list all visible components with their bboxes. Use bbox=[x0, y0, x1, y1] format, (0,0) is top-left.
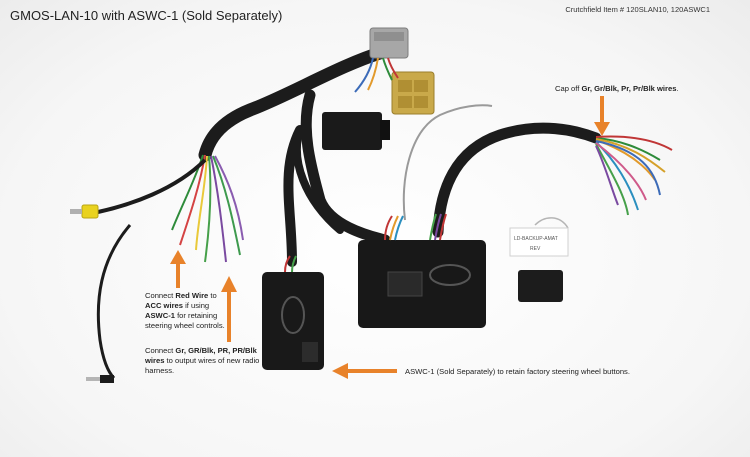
backup-connector: LD-BACKUP-AMAT REV bbox=[509, 217, 569, 302]
backup-label-line1: LD-BACKUP-AMAT bbox=[514, 236, 558, 242]
tan-connector-icon bbox=[391, 71, 435, 115]
left-wire-fan bbox=[171, 154, 244, 263]
interface-module bbox=[358, 240, 486, 328]
right-wire-fan bbox=[595, 135, 673, 216]
harness-right bbox=[432, 122, 602, 238]
arrow-cap-off bbox=[594, 96, 610, 136]
relay-box bbox=[322, 112, 382, 150]
arrow-gr-wires bbox=[221, 276, 237, 342]
rca-plug-icon bbox=[70, 204, 99, 219]
note-gr-wires: Connect Gr, GR/Blk, PR, PR/Blk wires to … bbox=[145, 346, 260, 375]
note-red-wire: Connect Red Wire to ACC wires if using A… bbox=[145, 291, 225, 330]
harness-main-trunk bbox=[198, 45, 390, 162]
page-title: GMOS-LAN-10 with ASWC-1 (Sold Separately… bbox=[10, 8, 283, 23]
backup-label-line2: REV bbox=[530, 246, 541, 252]
connector-pigtail-wires bbox=[354, 57, 399, 93]
harness-branch-mid bbox=[292, 126, 344, 234]
arrow-red-wire bbox=[170, 250, 186, 288]
item-number: Crutchfield Item # 120SLAN10, 120ASWC1 bbox=[565, 5, 710, 14]
aswc-pigtail-wires bbox=[284, 255, 297, 273]
mini-jack-cable bbox=[96, 224, 132, 380]
note-cap-off: Cap off Gr, Gr/Blk, Pr, Pr/Blk wires. bbox=[555, 84, 679, 93]
module-pigtail-wires bbox=[384, 213, 447, 241]
harness-branch-left bbox=[300, 89, 391, 246]
mini-jack-plug-icon bbox=[86, 375, 114, 383]
arrow-aswc bbox=[332, 363, 397, 379]
gray-wire bbox=[402, 104, 493, 221]
gray-connector-icon bbox=[369, 27, 409, 59]
note-aswc: ASWC-1 (Sold Separately) to retain facto… bbox=[405, 367, 630, 376]
rca-cable bbox=[97, 158, 207, 214]
aswc-module bbox=[262, 272, 324, 370]
